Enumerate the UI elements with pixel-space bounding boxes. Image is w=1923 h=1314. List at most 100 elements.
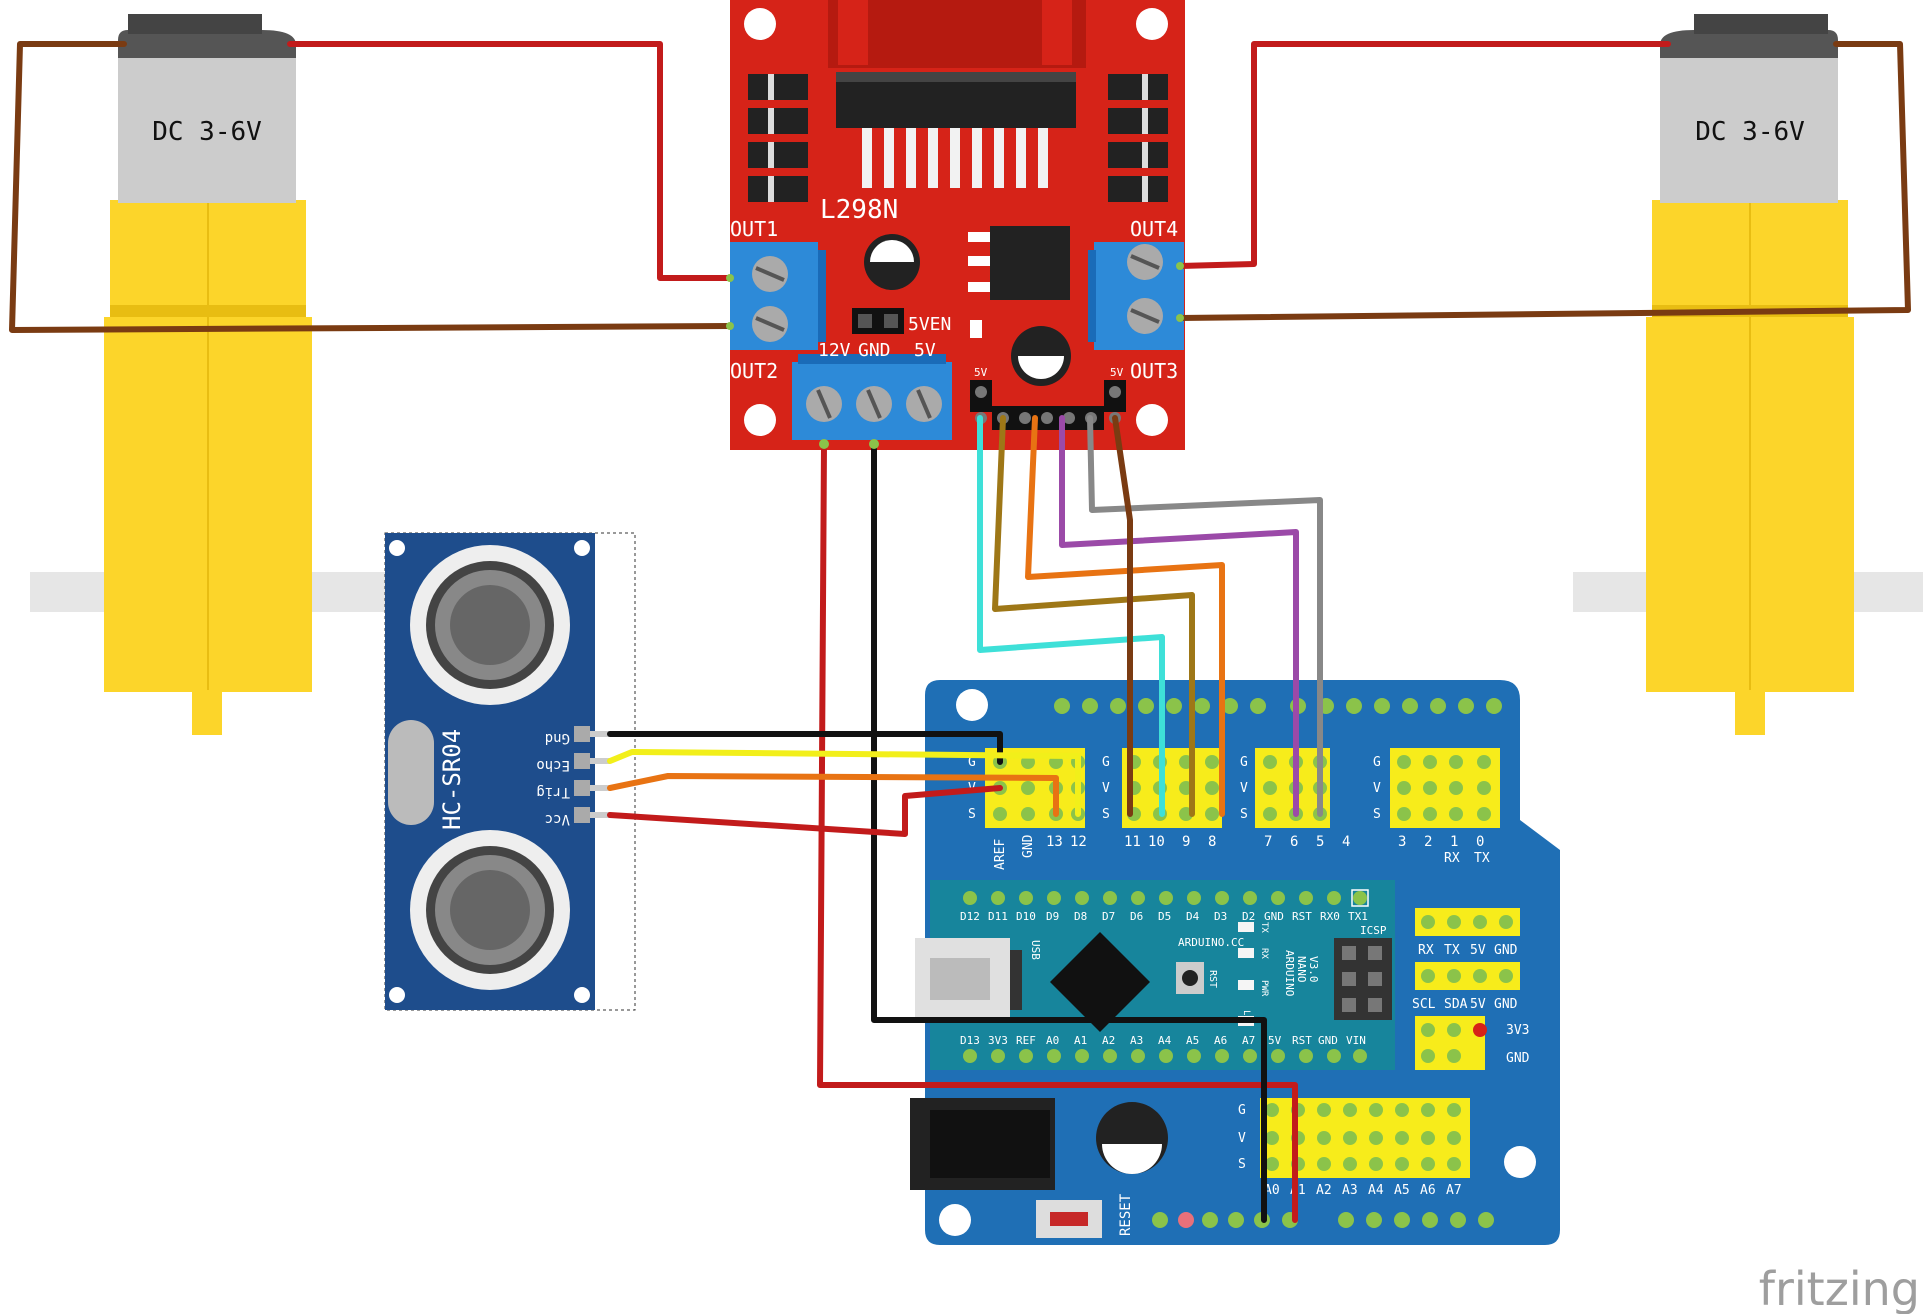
nano-bot-vin: VIN xyxy=(1346,1034,1366,1047)
led-tx-label: TX xyxy=(1259,922,1269,933)
analog-a3: A3 xyxy=(1342,1183,1358,1198)
gvs-g-label-1: G xyxy=(1102,755,1110,770)
nano-mcu xyxy=(1050,932,1150,1032)
driver-name: L298N xyxy=(820,195,898,225)
gvs-g-label-2: G xyxy=(1240,755,1248,770)
nano-bot-ref: REF xyxy=(1016,1034,1036,1047)
out3-label: OUT3 xyxy=(1130,359,1178,383)
label-1: 1 xyxy=(1450,834,1458,850)
nano-top-d6: D6 xyxy=(1130,910,1143,923)
label-4: 4 xyxy=(1342,834,1350,850)
label-12: 12 xyxy=(1070,834,1087,850)
pin-echo-label: Echo xyxy=(536,757,570,773)
arduino-nano: D12 D11 D10 D9 D8 D7 D6 D5 D4 D3 D2 GND … xyxy=(915,880,1395,1070)
gvs-s-label-0: S xyxy=(968,807,976,822)
nano-bot-rst: RST xyxy=(1292,1034,1312,1047)
pin5v-right-label: 5V xyxy=(1110,366,1124,379)
label-rx: RX xyxy=(1444,851,1460,866)
nano-bot-a4: A4 xyxy=(1158,1034,1172,1047)
right-motor-shaft xyxy=(1735,690,1765,735)
nano-top-d4: D4 xyxy=(1186,910,1200,923)
analog-a4: A4 xyxy=(1368,1183,1384,1198)
left-motor-can xyxy=(118,58,296,203)
pin-trig-label: Trig xyxy=(536,784,570,800)
analog-g-label: G xyxy=(1238,1103,1246,1118)
nano-brand: ARDUINO.CC xyxy=(1178,936,1244,949)
nano-bot-a5: A5 xyxy=(1186,1034,1199,1047)
v5-label: 5V xyxy=(914,340,936,361)
right-5v: 5V xyxy=(1470,943,1486,958)
nano-top-d10: D10 xyxy=(1016,910,1036,923)
nano-bot-gnd: GND xyxy=(1318,1034,1338,1047)
right-scl: SCL xyxy=(1412,997,1436,1012)
right-tx: TX xyxy=(1444,943,1460,958)
v12-label: 12V xyxy=(818,340,851,361)
label-9: 9 xyxy=(1182,834,1190,850)
label-7: 7 xyxy=(1264,834,1272,850)
nano-top-tx1: TX1 xyxy=(1348,910,1368,923)
right-motor-label: DC 3-6V xyxy=(1695,117,1805,147)
reset-label: RESET xyxy=(1118,1193,1134,1236)
shield-bottom-header xyxy=(1152,1212,1494,1228)
nano-top-d5: D5 xyxy=(1158,910,1171,923)
sensor-crystal xyxy=(388,720,434,825)
icsp-label: ICSP xyxy=(1360,924,1387,937)
label-10: 10 xyxy=(1148,834,1165,850)
out1-label: OUT1 xyxy=(730,217,778,241)
nano-bot-a6: A6 xyxy=(1214,1034,1227,1047)
left-motor-shaft xyxy=(192,690,222,735)
gvs-g-label-0: G xyxy=(968,755,976,770)
nano-top-d8: D8 xyxy=(1074,910,1087,923)
nano-top-d12: D12 xyxy=(960,910,980,923)
led-l-label: L xyxy=(1241,1010,1251,1015)
nano-bot-d13: D13 xyxy=(960,1034,980,1047)
wire-in4 xyxy=(1087,415,1323,817)
gvs-s-label-3: S xyxy=(1373,807,1381,822)
nano-bot-a0: A0 xyxy=(1046,1034,1059,1047)
right-5v-2: 5V xyxy=(1470,997,1486,1012)
pin-vcc-label: Vcc xyxy=(545,811,570,827)
label-6: 6 xyxy=(1290,834,1298,850)
wire-in1 xyxy=(992,415,1195,817)
wire-right-motor-brown xyxy=(1177,41,1911,321)
nano-top-d7: D7 xyxy=(1102,910,1115,923)
l298n-driver: L298N 5VEN OUT1 OUT2 OUT4 OUT3 xyxy=(730,0,1185,450)
label-11: 11 xyxy=(1124,834,1141,850)
nano-model-3: V3.0 xyxy=(1307,956,1320,983)
nano-top-rx0: RX0 xyxy=(1320,910,1340,923)
led-rx-label: RX xyxy=(1259,948,1269,959)
right-motor-can xyxy=(1660,58,1838,203)
label-5: 5 xyxy=(1316,834,1324,850)
usb-label: USB xyxy=(1029,940,1042,960)
gvs-s-label-1: S xyxy=(1102,807,1110,822)
nano-top-d9: D9 xyxy=(1046,910,1059,923)
label-aref: AREF xyxy=(993,839,1008,870)
right-motor: DC 3-6V xyxy=(1573,14,1923,735)
label-8: 8 xyxy=(1208,834,1216,850)
gnd-label: GND xyxy=(858,340,891,361)
label-0: 0 xyxy=(1476,834,1484,850)
sensor-name: HC-SR04 xyxy=(438,729,466,830)
nano-bot-a2: A2 xyxy=(1102,1034,1115,1047)
analog-s-label: S xyxy=(1238,1157,1246,1172)
nano-bot-a7: A7 xyxy=(1242,1034,1255,1047)
analog-a0: A0 xyxy=(1264,1183,1280,1198)
nano-top-rst: RST xyxy=(1292,910,1312,923)
wire-power-12v xyxy=(817,441,1298,1223)
right-gnd-2: GND xyxy=(1494,997,1518,1012)
right-gnd: GND xyxy=(1494,943,1518,958)
wire-sensor-trig xyxy=(607,773,1059,817)
voltage-regulator xyxy=(990,226,1070,300)
gvs-v-label-2: V xyxy=(1240,781,1248,796)
nano-top-d2: D2 xyxy=(1242,910,1255,923)
driver-ic xyxy=(836,80,1076,128)
shield-top-header xyxy=(1054,698,1502,714)
gvs-s-label-2: S xyxy=(1240,807,1248,822)
wire-sensor-vcc xyxy=(607,785,1003,837)
label-2: 2 xyxy=(1424,834,1432,850)
led-pwr-label: PWR xyxy=(1259,980,1269,997)
wire-in3 xyxy=(1059,415,1299,817)
nano-model-2: NANO xyxy=(1295,956,1308,983)
left-motor-label: DC 3-6V xyxy=(152,117,262,147)
